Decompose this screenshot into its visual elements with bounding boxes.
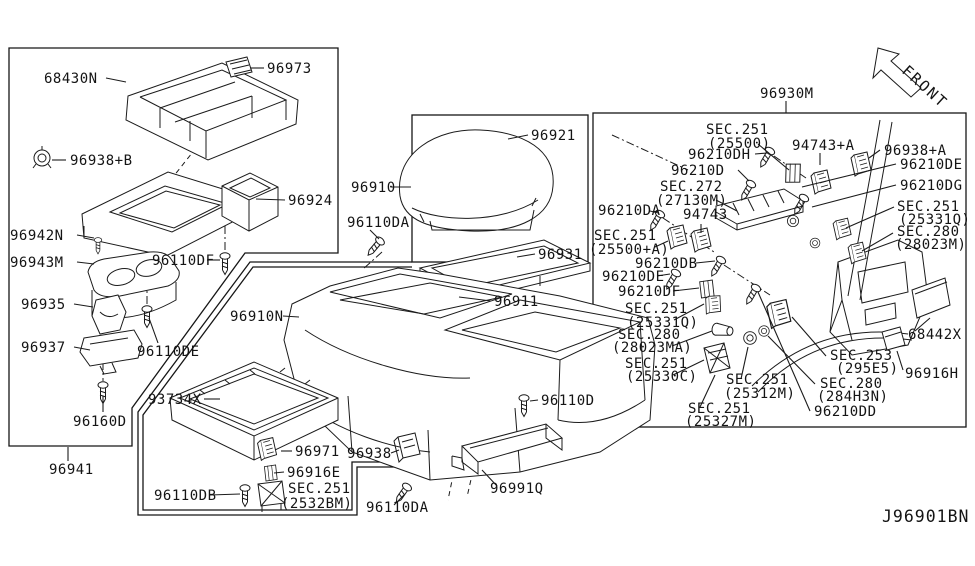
part-93734X-drawing xyxy=(169,361,339,461)
part-label-96938: 96938 xyxy=(347,446,392,462)
part-label-sec251-25331Q-r1: SEC.251 xyxy=(897,199,960,215)
part-label-96210DF-r: 96210DF xyxy=(618,284,681,300)
part-label-sec251-25331Q-r2: (25331Q) xyxy=(899,212,970,228)
part-label-sec251-25500-2: (25500) xyxy=(708,136,771,152)
part-label-sec253-295E5-1: SEC.253 xyxy=(830,348,893,364)
part-label-96937: 96937 xyxy=(21,340,66,356)
part-96935-drawing xyxy=(91,294,127,335)
part-label-68430N: 68430N xyxy=(44,71,98,87)
part-label-96110DB: 96110DB xyxy=(154,488,217,504)
part-label-sec251-25500-1: SEC.251 xyxy=(706,122,769,138)
part-96973-drawing xyxy=(225,56,253,78)
part-label-sec251-25500A-1: SEC.251 xyxy=(594,228,657,244)
part-label-96971: 96971 xyxy=(295,444,340,460)
part-label-sec280-28023MA-2: (28023MA) xyxy=(612,340,692,356)
part-label-93734X: 93734X xyxy=(148,392,202,408)
part-label-96110DA-top: 96110DA xyxy=(347,215,410,231)
part-96924-drawing xyxy=(221,172,279,232)
part-control-unit-drawing xyxy=(715,188,804,231)
part-label-96110DE: 96110DE xyxy=(137,344,200,360)
part-label-96930M: 96930M xyxy=(760,86,814,102)
part-label-sec251-25331Q-l2: (25331Q) xyxy=(627,315,698,331)
part-96916H-drawing xyxy=(881,326,906,351)
part-label-96911: 96911 xyxy=(494,294,539,310)
part-label-96910: 96910 xyxy=(351,180,396,196)
part-label-68442X: 68442X xyxy=(908,327,962,343)
part-label-sec251-25500A-2: (25500+A) xyxy=(589,242,669,258)
part-label-96938A: 96938+A xyxy=(884,143,947,159)
part-label-96916H: 96916H xyxy=(905,366,959,382)
part-label-96935: 96935 xyxy=(21,297,66,313)
part-label-96931: 96931 xyxy=(538,247,583,263)
part-label-sec251-25331Q-l1: SEC.251 xyxy=(625,301,688,317)
part-label-sec251-2532BM-2: (2532BM) xyxy=(281,496,352,512)
part-label-96941: 96941 xyxy=(49,462,94,478)
part-96937-drawing xyxy=(79,329,143,375)
part-label-sec280-28023M-1: SEC.280 xyxy=(897,224,960,240)
part-label-94743: 94743 xyxy=(683,207,728,223)
part-label-96160D: 96160D xyxy=(73,414,127,430)
part-label-96943M: 96943M xyxy=(10,255,64,271)
part-96921-drawing xyxy=(399,129,554,232)
part-label-sec251-25312M-2: (25312M) xyxy=(724,386,795,402)
part-label-96210DG: 96210DG xyxy=(900,178,963,194)
part-label-96210D: 96210D xyxy=(671,163,725,179)
part-label-96210DB-r: 96210DB xyxy=(635,256,698,272)
part-label-94743A: 94743+A xyxy=(792,138,855,154)
part-labels: 68430N 96973 96938+B 96924 96942N 96943M… xyxy=(10,61,970,526)
part-label-96938B: 96938+B xyxy=(70,153,133,169)
part-label-sec251-25327M-2: (25327M) xyxy=(685,414,756,430)
part-label-96991Q: 96991Q xyxy=(490,481,544,497)
part-label-96924: 96924 xyxy=(288,193,333,209)
part-label-sec280-28023M-2: (28023M) xyxy=(895,237,966,253)
part-label-sec251-25330C-1: SEC.251 xyxy=(625,356,688,372)
part-label-sec251-25312M-1: SEC.251 xyxy=(726,372,789,388)
part-label-sec280-284H3N-1: SEC.280 xyxy=(820,376,883,392)
part-96943M-drawing xyxy=(87,251,180,319)
part-label-96210DE-1: 96210DE xyxy=(900,157,963,173)
part-rear-finisher-drawing xyxy=(751,119,929,393)
part-label-96210DD: 96210DD xyxy=(814,404,877,420)
part-label-96210DA-r: 96210DA xyxy=(598,203,661,219)
part-label-sec251-25330C-2: (25330C) xyxy=(626,369,697,385)
part-label-sec253-295E5-2: (295E5) xyxy=(836,361,899,377)
part-label-96110DF: 96110DF xyxy=(152,253,215,269)
part-label-96210DH: 96210DH xyxy=(688,147,751,163)
part-label-96910N: 96910N xyxy=(230,309,284,325)
part-label-96942N: 96942N xyxy=(10,228,64,244)
part-console-drawing xyxy=(283,267,656,481)
part-label-sec272-1: SEC.272 xyxy=(660,179,723,195)
part-96938B-drawing xyxy=(32,146,52,169)
part-25330C-drawing xyxy=(703,342,731,374)
part-drawings xyxy=(32,56,951,512)
part-label-sec280-28023MA-1: SEC.280 xyxy=(618,327,681,343)
part-label-96921: 96921 xyxy=(531,128,576,144)
part-68442X-drawing xyxy=(911,277,951,319)
part-label-sec251-25327M-1: SEC.251 xyxy=(688,401,751,417)
part-label-sec272-2: (27130M) xyxy=(656,193,727,209)
front-direction-arrow xyxy=(872,47,922,98)
part-68430N-drawing xyxy=(125,62,299,161)
part-label-96110D: 96110D xyxy=(541,393,595,409)
part-label-96973: 96973 xyxy=(267,61,312,77)
part-label-96110DA-bottom: 96110DA xyxy=(366,500,429,516)
part-label-96210DE-2: 96210DE xyxy=(602,269,665,285)
part-label-sec280-284H3N-2: (284H3N) xyxy=(817,389,888,405)
part-2532BM-drawing xyxy=(257,480,286,512)
part-label-sec251-2532BM-1: SEC.251 xyxy=(288,481,351,497)
part-96991Q-drawing xyxy=(451,423,564,475)
drawing-code: J96901BN xyxy=(882,507,969,526)
leader-lines xyxy=(52,67,931,506)
part-label-96916E: 96916E xyxy=(287,465,341,481)
